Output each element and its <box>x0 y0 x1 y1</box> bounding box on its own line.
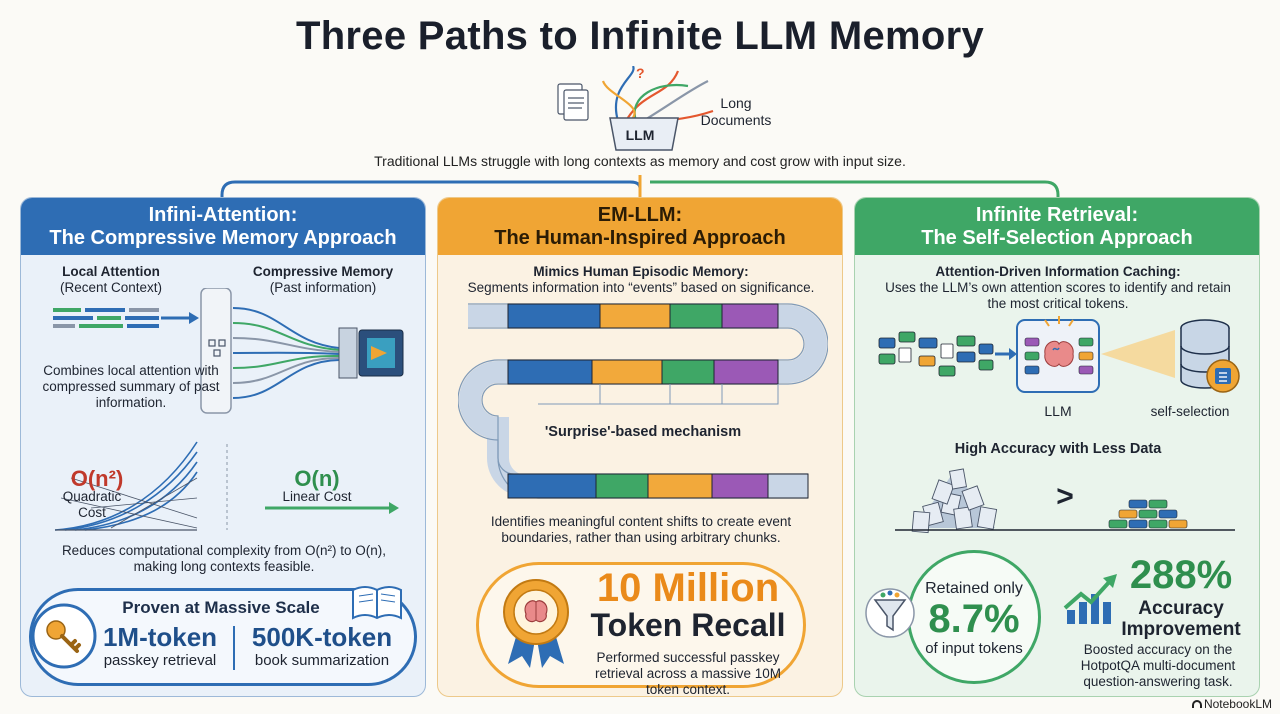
growth-chart-icon <box>1063 574 1117 624</box>
network-icon <box>208 339 226 357</box>
event-segments-row3 <box>507 473 809 499</box>
funnel-icon <box>865 588 915 638</box>
compression-diagram <box>53 288 404 414</box>
token-blocks-inside <box>1024 337 1094 375</box>
caching-sub: Uses the LLM’s own attention scores to i… <box>885 280 1231 311</box>
token-blocks-icon <box>878 331 994 377</box>
compressive-memory-label: Compressive Memory (Past information) <box>243 264 403 296</box>
stat1-sub: passkey retrieval <box>103 652 217 669</box>
bucket-icon <box>609 117 679 151</box>
improve-sub: Boosted accuracy on the HotpotQA multi-d… <box>1080 642 1236 689</box>
stat1-suffix: -token <box>139 622 218 652</box>
event-timeline-diagram <box>458 303 828 499</box>
llm-label: LLM <box>1044 403 1072 419</box>
local-attention-title: Local Attention <box>62 264 160 279</box>
stat-500k: 500K-token book summarization <box>239 622 405 669</box>
local-attention-label: Local Attention (Recent Context) <box>41 264 181 296</box>
panel-infini-attention: Infini-Attention: The Compressive Memory… <box>20 197 426 697</box>
glow-rays <box>1044 316 1074 327</box>
linear-sub: Linear Cost <box>282 489 352 504</box>
combines-text: Combines local attention with compressed… <box>42 363 220 410</box>
stat1-value: 1M <box>102 622 140 652</box>
llm-bucket-illustration: ? <box>557 66 714 151</box>
recall-stat: 10 Million Token Recall Performed succes… <box>578 566 798 697</box>
caching-title: Attention-Driven Information Caching: <box>935 264 1181 279</box>
data-comparison <box>895 468 1235 534</box>
stat-1m: 1M-token passkey retrieval <box>95 622 225 669</box>
accuracy-title: High Accuracy with Less Data <box>954 441 1162 457</box>
tangled-lines-icon <box>601 66 714 123</box>
retained-sub: of input tokens <box>925 640 1023 657</box>
compare-symbol: > <box>1056 480 1074 513</box>
recall-value: 10 Million <box>596 566 780 610</box>
caching-diagram <box>878 316 1240 393</box>
panel-title-line2: The Human-Inspired Approach <box>494 227 786 249</box>
event-boundary-markers <box>538 384 779 405</box>
retained-value: 8.7% <box>928 597 1020 641</box>
local-attention-sub: (Recent Context) <box>59 280 163 295</box>
identifies-text: Identifies meaningful content shifts to … <box>490 514 792 545</box>
stat2-value: 500K <box>251 622 315 652</box>
recall-sub: Performed successful passkey retrieval a… <box>594 650 782 697</box>
brand-text: NotebookLM <box>1203 697 1272 711</box>
panel-title-line1: EM-LLM: <box>597 204 683 226</box>
retained-label: Retained only <box>925 580 1023 597</box>
stat-divider <box>233 626 235 670</box>
retained-stat: Retained only 8.7% of input tokens <box>915 580 1033 657</box>
hero-llm-label: LLM <box>625 127 655 143</box>
compressive-memory-title: Compressive Memory <box>252 264 394 279</box>
panel-title-line2: The Compressive Memory Approach <box>49 227 397 249</box>
improve-label: Accuracy Improvement <box>1121 598 1241 640</box>
event-segments-row1 <box>507 303 779 329</box>
document-pile-icon <box>911 468 998 534</box>
selected-tokens-icon <box>1108 499 1188 529</box>
intro-text: Traditional LLMs struggle with long cont… <box>374 153 906 169</box>
improve-value: 288% <box>1129 553 1233 597</box>
panel-title-line1: Infinite Retrieval: <box>975 204 1139 226</box>
improve-stat: 288% Accuracy Improvement <box>1107 552 1255 640</box>
documents-icon <box>557 83 589 121</box>
caching-text: Attention-Driven Information Caching: Us… <box>875 264 1241 312</box>
brain-medal-icon <box>503 579 569 668</box>
panel-em-llm: EM-LLM: The Human-Inspired Approach Mimi… <box>437 197 843 697</box>
quadratic-label: O(n²) <box>70 466 124 491</box>
event-segments-row2 <box>507 359 779 385</box>
mimics-sub: Segments information into “events” based… <box>467 280 815 295</box>
brand-icon <box>1191 700 1202 708</box>
panel-header: Infinite Retrieval: The Self-Selection A… <box>855 198 1259 255</box>
panel-infinite-retrieval: Infinite Retrieval: The Self-Selection A… <box>854 197 1260 697</box>
scale-title: Proven at Massive Scale <box>122 598 320 617</box>
panel-title-line2: The Self-Selection Approach <box>921 227 1193 249</box>
book-icon <box>352 586 402 620</box>
compressive-memory-sub: (Past information) <box>269 280 377 295</box>
panel-header: EM-LLM: The Human-Inspired Approach <box>438 198 842 255</box>
linear-label: O(n) <box>294 466 340 491</box>
panel-title-line1: Infini-Attention: <box>148 204 298 226</box>
selection-label: self-selection <box>1150 404 1230 419</box>
hero-docs-label: Long Documents <box>700 95 772 128</box>
surprise-label: 'Surprise'-based mechanism <box>544 424 742 440</box>
retained-circle <box>907 550 1041 684</box>
recall-label: Token Recall <box>590 607 786 643</box>
complexity-chart <box>54 441 399 531</box>
token-stream-icon <box>53 308 159 328</box>
brand-label: NotebookLM <box>1191 697 1272 711</box>
stat2-sub: book summarization <box>254 652 390 669</box>
reduces-text: Reduces computational complexity from O(… <box>61 543 387 574</box>
mimics-title: Mimics Human Episodic Memory: <box>533 264 749 279</box>
panel-header: Infini-Attention: The Compressive Memory… <box>21 198 425 255</box>
svg-text:?: ? <box>636 66 645 81</box>
quadratic-sub: Quadratic Cost <box>62 489 122 520</box>
mimics-text: Mimics Human Episodic Memory: Segments i… <box>448 264 834 296</box>
compression-funnel <box>232 307 340 399</box>
page-title: Three Paths to Infinite LLM Memory <box>295 14 985 58</box>
stat2-suffix: -token <box>314 622 393 652</box>
key-icon <box>31 603 97 669</box>
brain-icon <box>1044 340 1074 367</box>
